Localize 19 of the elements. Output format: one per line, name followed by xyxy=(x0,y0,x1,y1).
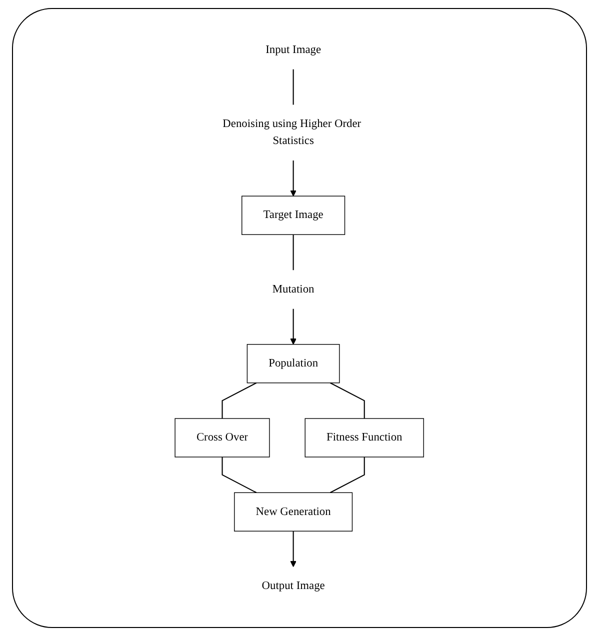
connector xyxy=(330,457,366,494)
arrow xyxy=(290,308,297,345)
node-text: Denoising using Higher Order Statistics xyxy=(222,118,362,147)
node-text: Input Image xyxy=(266,44,322,56)
connector xyxy=(222,457,257,494)
node-box xyxy=(304,418,424,458)
node-text: Mutation xyxy=(272,283,314,296)
connector xyxy=(330,382,366,419)
connector xyxy=(222,382,257,419)
arrow xyxy=(290,160,297,196)
node-text: Output Image xyxy=(262,580,325,592)
node-box xyxy=(242,196,346,235)
connector xyxy=(292,69,294,105)
arrow xyxy=(290,531,297,568)
node-box xyxy=(247,344,340,384)
rounded-frame: Input Image Denoising using Higher Order Statistics Target Image Mutation Population Cross Over Fitness Function New Generation Output Image xyxy=(12,8,587,628)
node-box xyxy=(234,492,353,532)
node-box xyxy=(174,418,270,458)
connector xyxy=(292,234,294,270)
